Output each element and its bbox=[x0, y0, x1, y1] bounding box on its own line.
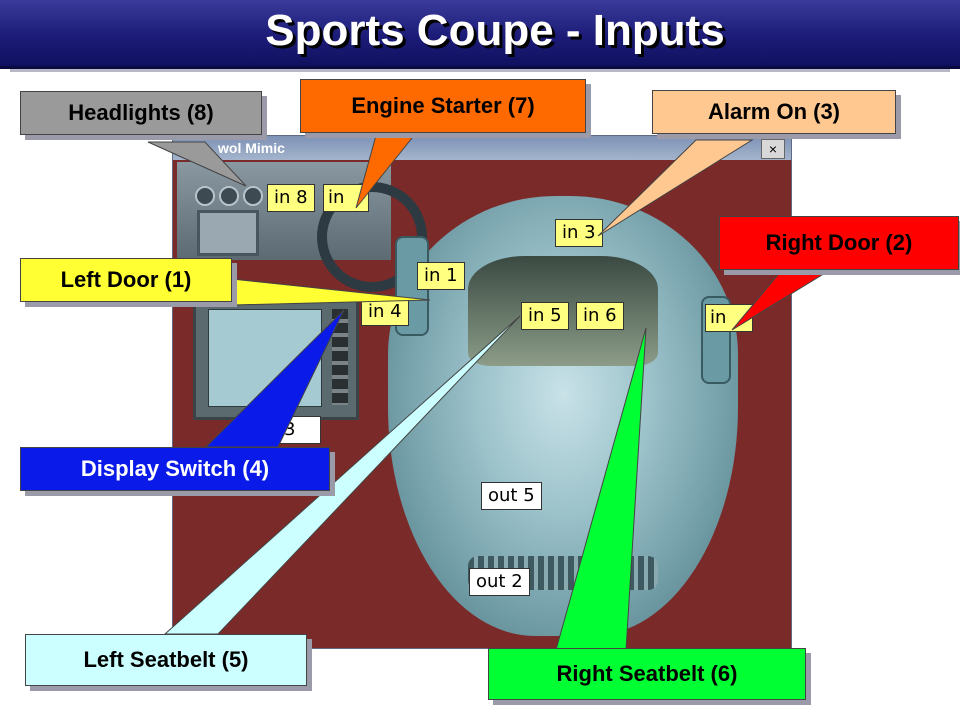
callout-display-switch: Display Switch (4) bbox=[20, 447, 330, 491]
dashboard-dial-icon bbox=[195, 186, 215, 206]
output-tag-2[interactable]: out 2 bbox=[469, 568, 530, 596]
headlights-pointer bbox=[147, 141, 247, 187]
callout-left-door: Left Door (1) bbox=[20, 258, 232, 302]
callout-right-seatbelt: Right Seatbelt (6) bbox=[488, 648, 806, 700]
display-switch-pointer bbox=[204, 309, 345, 448]
alarm-on-pointer bbox=[597, 139, 754, 237]
slide-title: Sports Coupe - Inputs bbox=[265, 6, 725, 55]
callout-alarm-on: Alarm On (3) bbox=[652, 90, 896, 134]
callout-engine-starter-label: Engine Starter (7) bbox=[351, 93, 535, 118]
left-door-pointer bbox=[231, 278, 431, 306]
callout-left-seatbelt-label: Left Seatbelt (5) bbox=[83, 647, 249, 672]
callout-right-door: Right Door (2) bbox=[719, 216, 959, 270]
right-door-pointer bbox=[731, 269, 832, 331]
output-tag-5[interactable]: out 5 bbox=[481, 482, 542, 510]
callout-engine-starter: Engine Starter (7) bbox=[300, 79, 586, 133]
callout-left-seatbelt: Left Seatbelt (5) bbox=[25, 634, 307, 686]
dashboard-dial-icon bbox=[219, 186, 239, 206]
dashboard-screen bbox=[197, 210, 259, 256]
input-tag-1[interactable]: in 1 bbox=[417, 262, 465, 290]
input-tag-2[interactable]: in bbox=[705, 304, 753, 332]
display-panel bbox=[193, 296, 359, 420]
callout-right-door-label: Right Door (2) bbox=[765, 230, 913, 255]
close-button[interactable]: × bbox=[761, 139, 785, 159]
callout-headlights-label: Headlights (8) bbox=[68, 100, 214, 125]
engine-starter-pointer bbox=[355, 127, 422, 209]
callout-headlights: Headlights (8) bbox=[20, 91, 262, 135]
input-tag-8[interactable]: in 8 bbox=[267, 184, 315, 212]
callout-display-switch-label: Display Switch (4) bbox=[80, 456, 270, 481]
input-tag-3[interactable]: in 3 bbox=[555, 219, 603, 247]
callout-right-seatbelt-label: Right Seatbelt (6) bbox=[556, 661, 738, 686]
window-title: wol Mimic bbox=[218, 140, 285, 156]
input-tag-5[interactable]: in 5 bbox=[521, 302, 569, 330]
input-tag-6[interactable]: in 6 bbox=[576, 302, 624, 330]
title-underline bbox=[10, 69, 950, 72]
dashboard-dial-icon bbox=[243, 186, 263, 206]
callout-left-door-label: Left Door (1) bbox=[60, 267, 192, 292]
right-seatbelt-pointer bbox=[555, 327, 647, 651]
title-banner: Sports Coupe - Inputs bbox=[0, 0, 960, 69]
display-buttons bbox=[332, 309, 348, 405]
callout-alarm-on-label: Alarm On (3) bbox=[707, 99, 841, 124]
